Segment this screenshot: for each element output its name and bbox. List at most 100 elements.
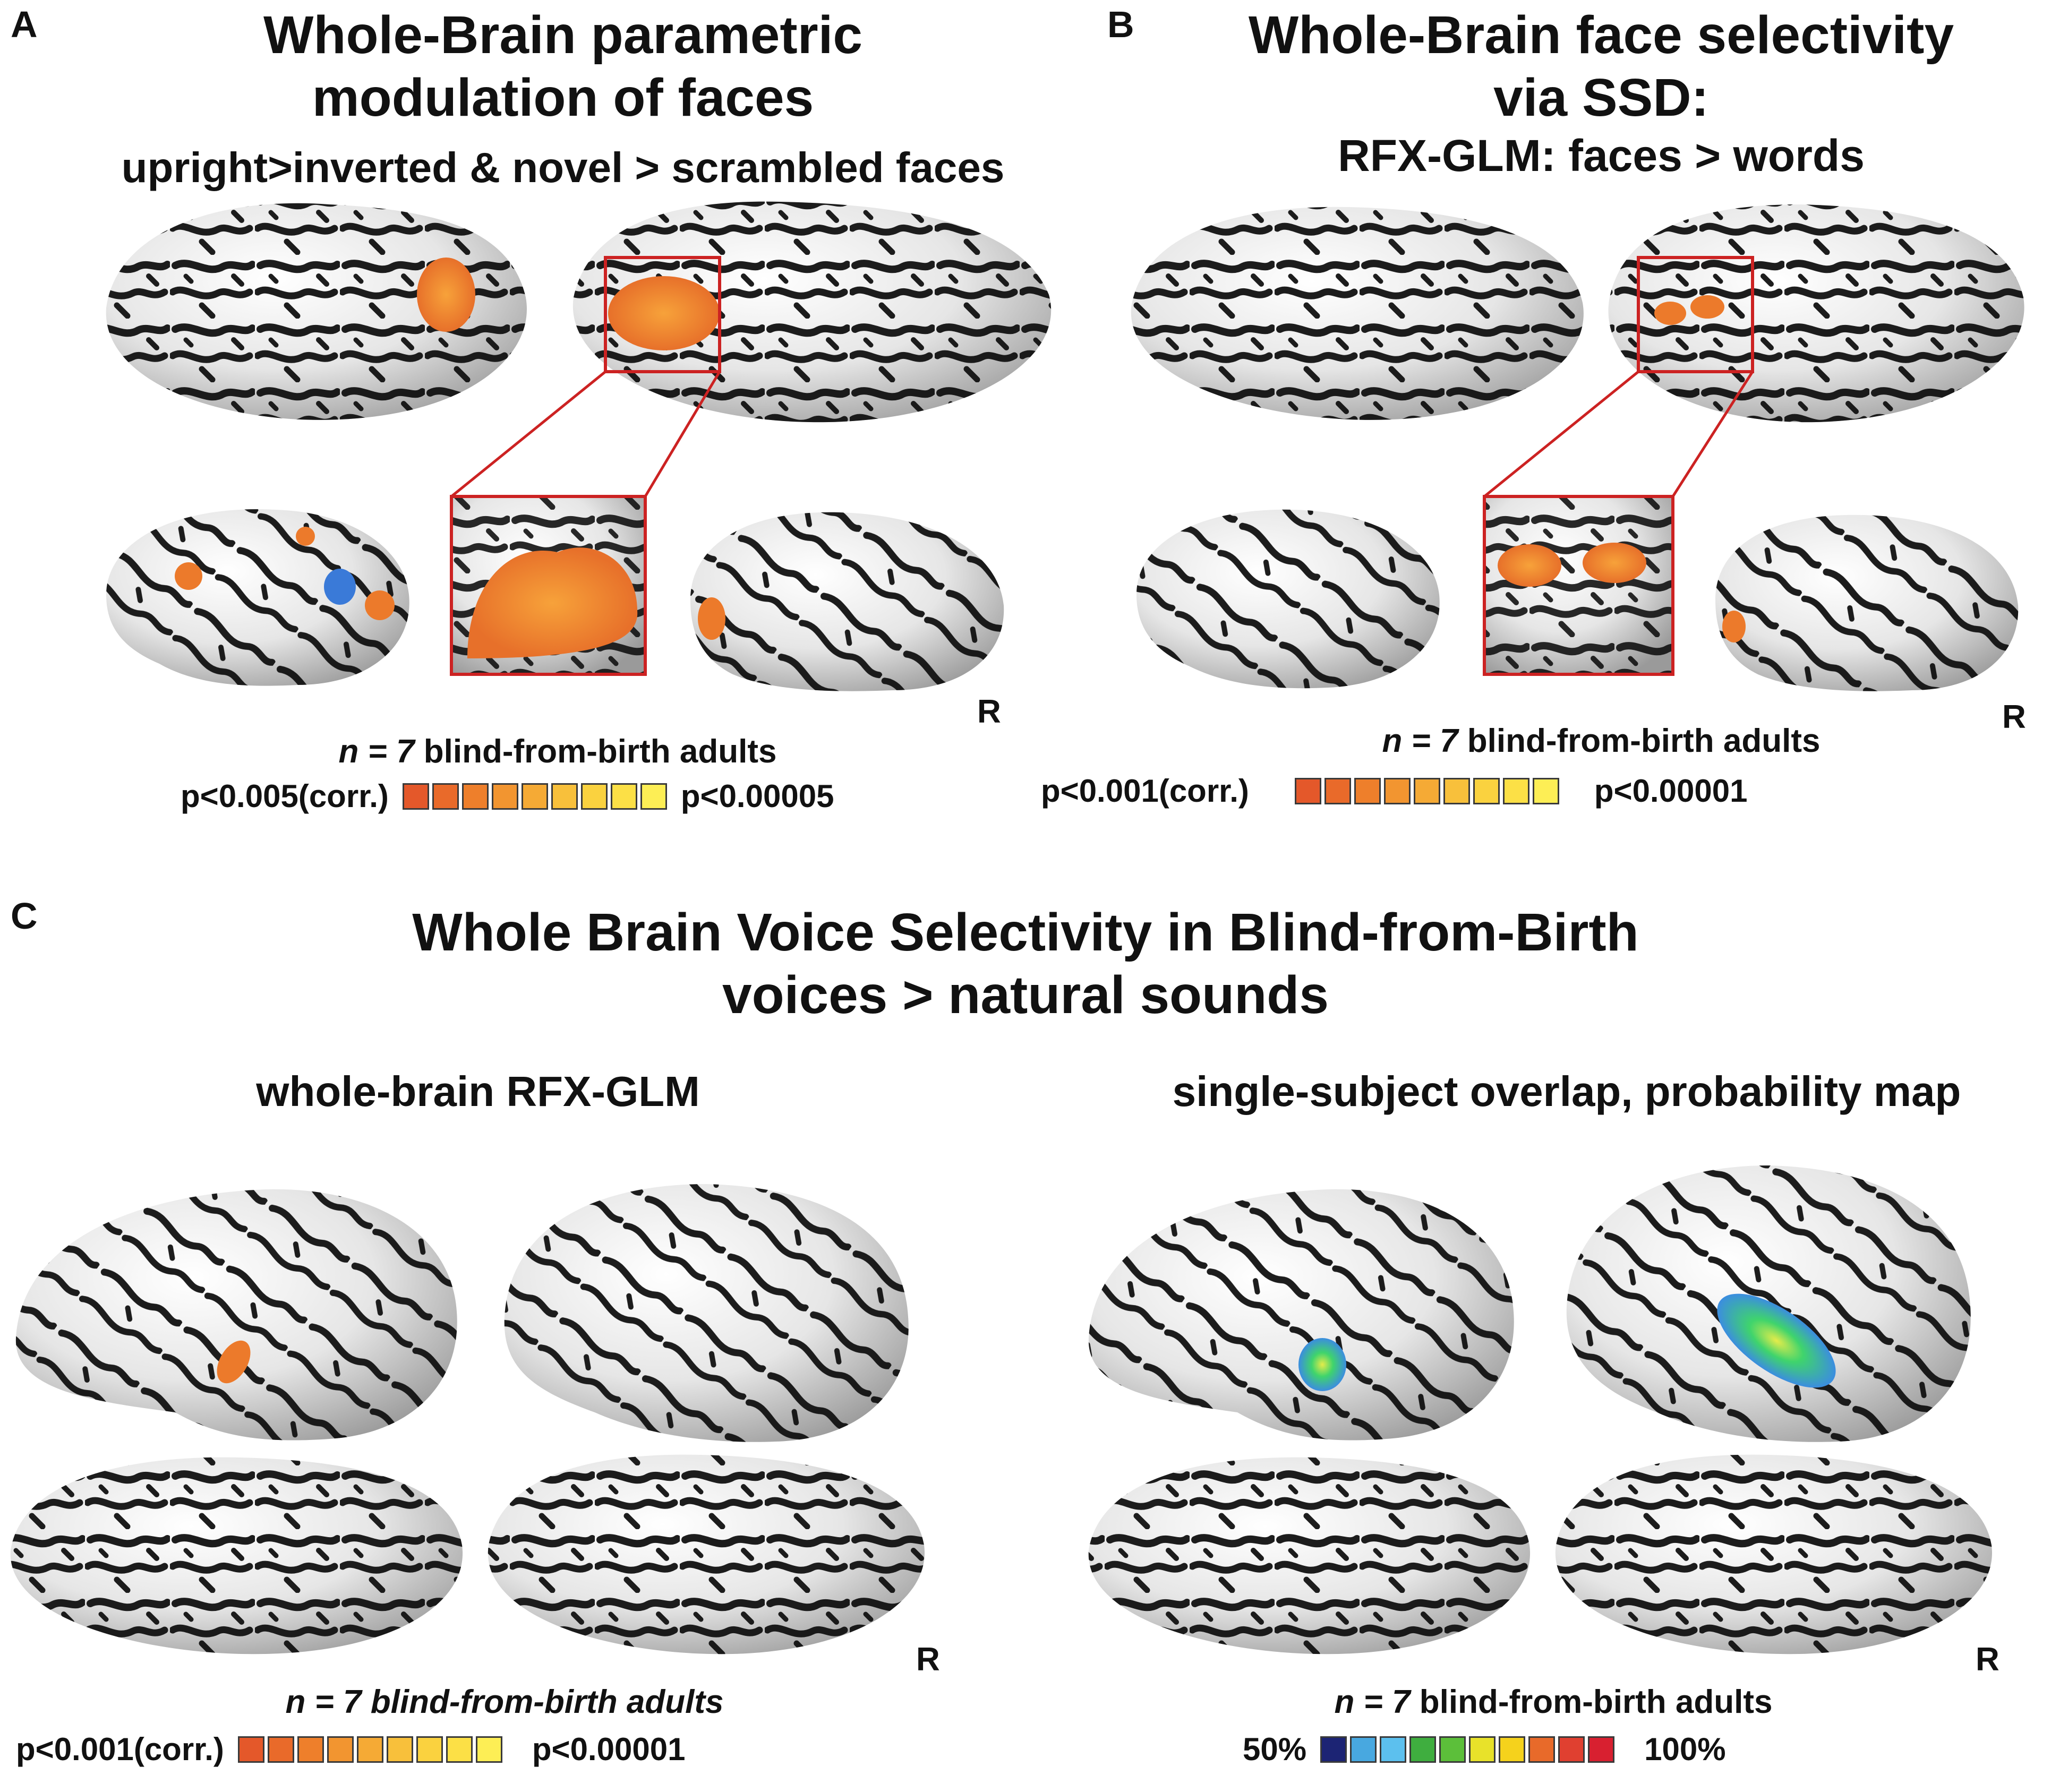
panel-c-right-hemisphere-label: R [1976,1641,1999,1678]
scale-swatch [1354,777,1381,804]
panel-c-title-line1: Whole Brain Voice Selectivity in Blind-f… [412,903,1639,962]
scale-swatch [521,783,548,810]
scale-swatch [1528,1736,1556,1763]
panel-c-left-color-scale: p<0.001(corr.) p<0.00001 [16,1731,685,1768]
scale-swatch [1413,777,1440,804]
panel-c-right-ventral-left-brain [1088,1457,1531,1654]
panel-c-right-n-caption: n = 7 blind-from-birth adults [1062,1683,2045,1721]
panel-a-title-line1: Whole-Brain parametric [263,5,863,65]
scale-swatch [1380,1736,1407,1763]
scale-swatch [416,1736,443,1763]
panel-a-title-line2: modulation of faces [312,68,814,127]
panel-c-left-swatches [237,1736,502,1763]
panel-c-left-scale-high: p<0.00001 [532,1731,686,1767]
panel-c-title-line2: voices > natural sounds [722,965,1329,1025]
scale-swatch [327,1736,354,1763]
panel-a-swatches [402,783,667,810]
panel-a-roi-box [604,256,721,373]
panel-b-zoom-inset [1483,495,1674,676]
scale-swatch [551,783,578,810]
panel-a-lateral-right-brain [690,512,1004,691]
panel-c-right-ventral-right-brain [1555,1454,1993,1654]
panel-b-label: B [1107,4,1134,45]
panel-a-scale-low: p<0.005(corr.) [181,778,389,814]
panel-c-left-ventral-right-brain [488,1454,925,1654]
scale-swatch [1588,1736,1615,1763]
scale-swatch [1320,1736,1347,1763]
panel-a-lateral-left-brain [106,509,409,686]
panel-a-color-scale: p<0.005(corr.) p<0.00005 [181,778,834,814]
panel-b-lateral-right-brain [1715,515,2019,691]
panel-c-right-n-value: n = 7 [1334,1684,1411,1720]
scale-swatch [237,1736,264,1763]
panel-a-hemisphere-label: R [977,693,1001,730]
panel-b-title-line1: Whole-Brain face selectivity [1248,5,1954,65]
panel-a-zoom-inset [450,495,647,676]
scale-swatch [1532,777,1559,804]
scale-swatch [1294,777,1321,804]
panel-c-right-swatches [1320,1736,1615,1763]
panel-c-right-color-scale: 50% 100% [1243,1731,1726,1768]
panel-b-lateral-left-brain [1136,509,1440,689]
panel-b-color-scale: p<0.001(corr.) p<0.00001 [1041,773,1747,809]
panel-b-n-value: n = 7 [1382,723,1458,759]
scale-swatch [1350,1736,1377,1763]
panel-c-label: C [11,895,38,937]
scale-swatch [1443,777,1470,804]
scale-swatch [267,1736,294,1763]
panel-a-n-suffix: blind-from-birth adults [414,733,777,770]
panel-c-right-scale-low: 50% [1243,1731,1307,1767]
panel-c-left-hemisphere-label: R [916,1641,940,1678]
panel-a-n-value: n = 7 [338,733,415,770]
panel-a-ventral-right-brain [572,201,1052,423]
scale-swatch [432,783,459,810]
panel-c-left-scale-low: p<0.001(corr.) [16,1731,224,1767]
panel-b-title-line2: via SSD: [1493,68,1709,127]
scale-swatch [446,1736,473,1763]
scale-swatch [1469,1736,1496,1763]
panel-c-right-lateral-left-brain [1088,1189,1514,1441]
panel-c-right-n-suffix: blind-from-birth adults [1410,1684,1773,1720]
panel-b-n-caption: n = 7 blind-from-birth adults [1158,722,2045,760]
panel-c-left-lateral-left-brain [15,1189,457,1441]
scale-swatch [640,783,667,810]
panel-a-ventral-left-brain [106,203,527,420]
scale-swatch [1324,777,1351,804]
panel-c-right-lateral-right-brain [1566,1165,1971,1442]
scale-swatch [610,783,637,810]
scale-swatch [491,783,518,810]
panel-c-left-n-caption: n = 7 blind-from-birth adults [285,1684,724,1720]
scale-swatch [475,1736,502,1763]
panel-b-scale-low: p<0.001(corr.) [1041,773,1249,809]
panel-b-ventral-left-brain [1131,207,1584,420]
scale-swatch [1558,1736,1585,1763]
panel-b-subtitle: RFX-GLM: faces > words [1338,131,1865,181]
panel-c-left-ventral-left-brain [10,1457,463,1654]
scale-swatch [1409,1736,1437,1763]
scale-swatch [297,1736,324,1763]
panel-c-left-subtitle: whole-brain RFX-GLM [256,1068,700,1115]
panel-a-scale-high: p<0.00005 [680,778,834,814]
panel-a-subtitle: upright>inverted & novel > scrambled fac… [121,144,1005,191]
scale-swatch [580,783,608,810]
panel-c-right-subtitle: single-subject overlap, probability map [1172,1068,1961,1115]
panel-b-ventral-right-brain [1608,204,2024,423]
panel-b-roi-box [1637,256,1754,373]
scale-swatch [1473,777,1500,804]
panel-a-n-caption: n = 7 blind-from-birth adults [106,733,1009,771]
scale-swatch [1499,1736,1526,1763]
scale-swatch [462,783,489,810]
panel-b-scale-high: p<0.00001 [1594,773,1748,809]
panel-c-left-lateral-right-brain [504,1184,909,1442]
panel-a-label: A [11,4,38,45]
scale-swatch [356,1736,383,1763]
scale-swatch [1383,777,1411,804]
panel-b-hemisphere-label: R [2002,699,2026,735]
scale-swatch [402,783,429,810]
scale-swatch [1439,1736,1466,1763]
panel-b-swatches [1294,777,1559,804]
scale-swatch [386,1736,413,1763]
panel-b-n-suffix: blind-from-birth adults [1458,723,1821,759]
